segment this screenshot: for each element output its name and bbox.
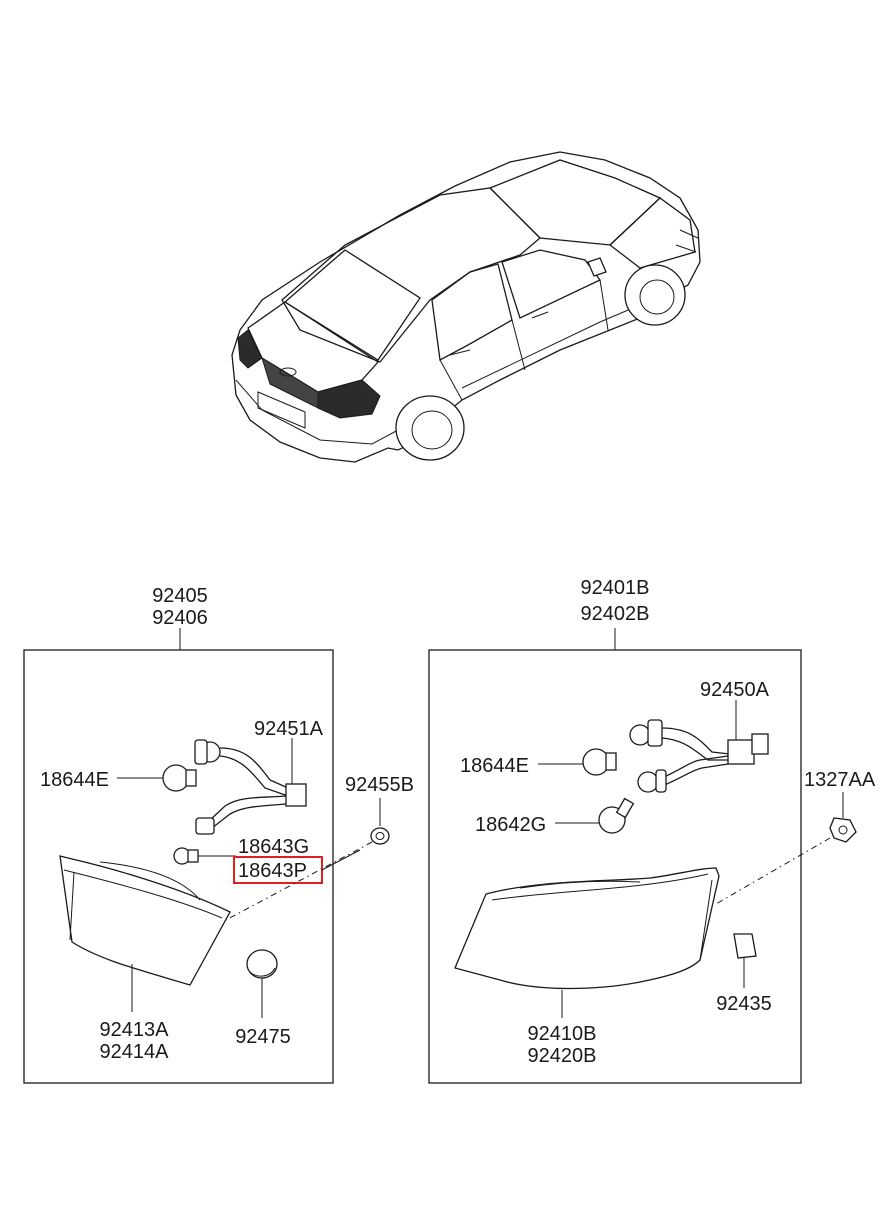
label-1327AA: 1327AA bbox=[804, 769, 876, 791]
label-92435: 92435 bbox=[716, 993, 772, 1015]
label-92420B: 92420B bbox=[528, 1045, 597, 1067]
label-92414A: 92414A bbox=[100, 1041, 170, 1063]
left-bulb-large-part bbox=[117, 764, 197, 792]
left-bulb-small-part bbox=[173, 847, 236, 865]
label-92410B: 92410B bbox=[528, 1023, 597, 1045]
label-92405: 92405 bbox=[152, 585, 208, 607]
label-92475: 92475 bbox=[235, 1026, 291, 1048]
left-lens-part bbox=[59, 855, 231, 1012]
right-bulb-small-part bbox=[555, 797, 635, 834]
left-grommet-part bbox=[370, 798, 390, 845]
left-socket-wiring-part bbox=[194, 738, 307, 835]
right-grommet-part bbox=[829, 792, 857, 843]
left-group-frame bbox=[23, 649, 334, 1084]
right-lens-part bbox=[454, 867, 720, 1018]
right-bulb-large-part bbox=[538, 748, 617, 776]
right-socket-wiring-part bbox=[629, 700, 769, 793]
label-18644E-left: 18644E bbox=[40, 769, 109, 791]
label-92401B: 92401B bbox=[581, 577, 650, 599]
label-92406: 92406 bbox=[152, 607, 208, 629]
car-illustration bbox=[231, 151, 701, 463]
left-parts-group: 92405 92406 92451A 18644E 18643 bbox=[23, 585, 414, 1084]
right-group-frame bbox=[428, 649, 802, 1084]
label-92455B: 92455B bbox=[345, 774, 414, 796]
label-18643G: 18643G bbox=[238, 836, 309, 858]
label-18643P: 18643P bbox=[238, 860, 307, 882]
label-18644E-right: 18644E bbox=[460, 755, 529, 777]
label-18642G: 18642G bbox=[475, 814, 546, 836]
right-parts-group: 92401B 92402B 92450A 18644E bbox=[428, 577, 876, 1084]
label-92450A: 92450A bbox=[700, 679, 770, 701]
label-92413A: 92413A bbox=[100, 1019, 170, 1041]
right-pad-part bbox=[733, 933, 757, 988]
label-92402B: 92402B bbox=[581, 603, 650, 625]
left-cap-part bbox=[246, 949, 278, 1018]
label-92451A: 92451A bbox=[254, 718, 324, 740]
